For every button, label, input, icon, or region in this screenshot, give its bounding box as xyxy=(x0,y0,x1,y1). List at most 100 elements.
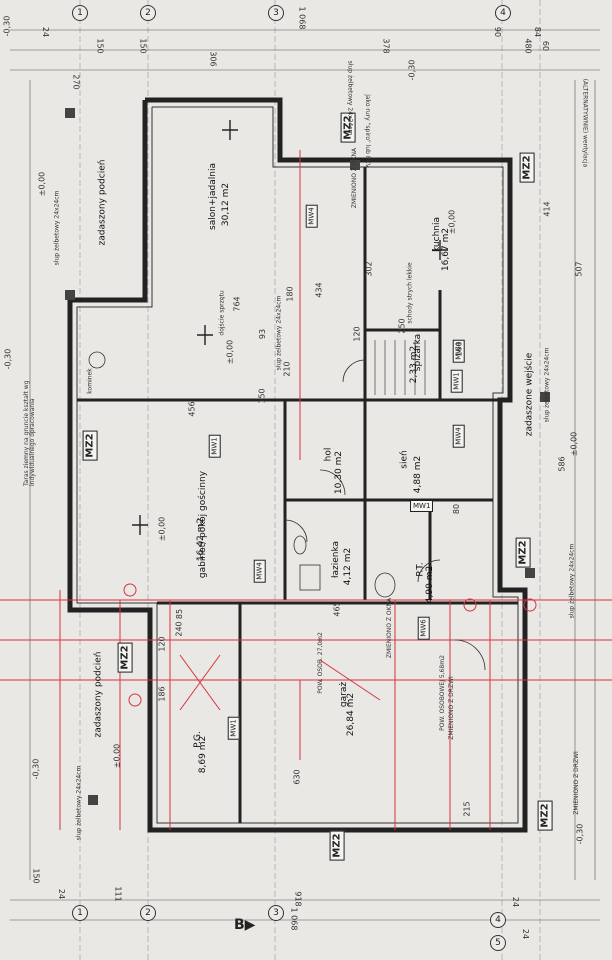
dim-414: 414 xyxy=(542,201,552,217)
dim-top-378: 378 xyxy=(381,38,391,54)
dim-top-270: 270 xyxy=(71,74,81,90)
note-slup-6: słup żelbetowy 24x24cm xyxy=(53,190,61,266)
dim-120b: 120 xyxy=(157,636,167,652)
dim-150: 150 xyxy=(257,388,267,404)
room-salon-area: 30,12 m2 xyxy=(221,182,232,227)
dimension-lines xyxy=(10,29,600,921)
elevation-top-left: -0,30 xyxy=(2,15,12,37)
marker-mw6: MW6 xyxy=(417,616,430,640)
room-pt-area: 4,90 m2 xyxy=(425,565,436,604)
grid-axis-5-bottom: 5 xyxy=(490,935,506,951)
grid-axis-2-top: 2 xyxy=(140,5,156,21)
label-zadaszone-wejscie: zadaszone wejście xyxy=(524,352,535,437)
label-schody: schody strych lekkie xyxy=(406,262,414,324)
dim-85: 85 xyxy=(175,608,185,620)
note-zmiana-1: ZMIENIONO Z OKNA xyxy=(351,147,359,209)
dim-top-480: 480 xyxy=(523,38,533,54)
room-kuchnia-area: 16,67 m2 xyxy=(441,227,452,272)
marker-mz2-5: MZ2 xyxy=(117,642,133,673)
dim-456: 456 xyxy=(187,401,197,417)
dim-586: 586 xyxy=(557,456,567,472)
room-sien-area: 4,88 m2 xyxy=(413,455,424,494)
elevation-gabinet: ±0,00 xyxy=(157,516,167,542)
dim-507: 507 xyxy=(574,261,584,277)
marker-mz2-4: MZ2 xyxy=(515,537,531,568)
dim-top-24: 24 xyxy=(41,26,51,38)
dim-top-84: 84 xyxy=(533,26,543,38)
grid-axis-2-bottom: 2 xyxy=(140,905,156,921)
marker-mz2-3: MZ2 xyxy=(82,430,98,461)
dim-bottom-918: 918 xyxy=(293,891,303,907)
note-slup-5: słup żelbetowy 24x24cm xyxy=(75,765,83,841)
room-gabinet-area: 16,42 m2 xyxy=(196,517,207,562)
marker-mw4-1: MW4 xyxy=(305,204,318,228)
room-sien-name: sień xyxy=(399,450,410,469)
dim-80: 80 xyxy=(452,503,462,515)
marker-mw4-4: MW4 xyxy=(253,559,266,583)
marker-mw1-1: MW1 xyxy=(450,369,463,393)
room-salon-name: salon+jadalnia xyxy=(207,163,218,230)
fixtures xyxy=(88,351,396,598)
section-arrows xyxy=(132,120,448,535)
dim-bottom-24a: 24 xyxy=(57,888,67,900)
elevation-right-top: -0,30 xyxy=(407,59,417,81)
note-zmiana-2: ZMIENIONO Z OKNA xyxy=(386,597,394,659)
dim-465: 465 xyxy=(332,601,342,617)
note-zmiana-3: ZMIENIONO Z DRZWI xyxy=(447,676,455,740)
dim-186: 186 xyxy=(157,686,167,702)
exterior-walls-inner xyxy=(76,106,519,824)
marker-mz2-6: MZ2 xyxy=(329,830,345,861)
note-slup-1: słup żelbetowy 24x24cm xyxy=(346,60,354,136)
elevation-wejscie: ±0,00 xyxy=(569,431,579,457)
elevation-left-1: ±0,00 xyxy=(37,171,47,197)
elevation-salon: ±0,00 xyxy=(225,339,235,365)
dim-top-150b: 150 xyxy=(138,38,148,54)
note-slup-4: słup żelbetowy 24x24cm xyxy=(568,543,576,619)
interior-walls xyxy=(77,167,518,823)
section-mark-b: B▶ xyxy=(234,917,256,933)
grid-axis-1-top: 1 xyxy=(72,5,88,21)
note-wentylacja: (ALTERNATYWNIE) wentylacja xyxy=(581,78,589,168)
dim-250: 250 xyxy=(397,318,407,334)
dim-210: 210 xyxy=(282,361,292,377)
room-hol-area: 10,30 m2 xyxy=(334,450,345,495)
note-taras: Taras ziemny na gruncie kształt wg indyw… xyxy=(23,380,36,486)
elevation-kuchnia: ±0,00 xyxy=(447,209,457,235)
label-zadaszone-podcien-bottom: zadaszony podcień xyxy=(93,651,104,738)
dim-240: 240 xyxy=(174,621,184,637)
note-slup-2: słup żelbetowy 24x24cm xyxy=(275,295,283,371)
room-pg-area: 8,69 m2 xyxy=(198,735,209,774)
grid-axis-4-bottom: 4 xyxy=(490,912,506,928)
dim-764: 764 xyxy=(232,296,242,312)
dim-top-60: 60 xyxy=(541,40,551,52)
grid-axis-3-top: 3 xyxy=(268,5,284,21)
grid-axis-4-top: 4 xyxy=(495,5,511,21)
dim-bottom-24c: 24 xyxy=(521,928,531,940)
door-swings xyxy=(284,359,486,671)
exterior-walls xyxy=(67,97,528,833)
stairs xyxy=(374,340,426,395)
marker-mw1-3: MW1 xyxy=(410,500,434,512)
dim-bottom-24b: 24 xyxy=(511,896,521,908)
elevation-pg: ±0,00 xyxy=(112,743,122,769)
dim-top-150a: 150 xyxy=(95,38,105,54)
dim-630: 630 xyxy=(292,769,302,785)
dim-top-306: 306 xyxy=(208,51,218,67)
room-spizarka-area: 2,33 m2 xyxy=(409,345,420,384)
note-zmiana-4: ZMIENIONO Z DRZWI xyxy=(572,751,580,815)
dim-302: 302 xyxy=(364,261,374,277)
dim-bottom-111: 111 xyxy=(113,886,123,902)
note-dojscie: dojście sprzętu xyxy=(218,290,226,336)
dim-93: 93 xyxy=(258,328,268,340)
marker-mz2-7: MZ2 xyxy=(537,800,553,831)
elevation-left-2: -0,30 xyxy=(3,348,13,370)
note-pow-right: POW. OSOBOWEJ 5,68m2 xyxy=(438,655,446,731)
room-hol-name: hol xyxy=(323,447,334,462)
note-rura: jako rury "spiro" lub PCV xyxy=(363,94,371,168)
dim-bottom-total: 1 068 xyxy=(289,907,299,931)
dim-top-90: 90 xyxy=(493,26,503,38)
note-slup-3: słup żelbetowy 24x24cm xyxy=(543,347,551,423)
room-lazienka-name: łazienka xyxy=(331,540,342,579)
elevation-bottom-left: -0,30 xyxy=(31,758,41,780)
